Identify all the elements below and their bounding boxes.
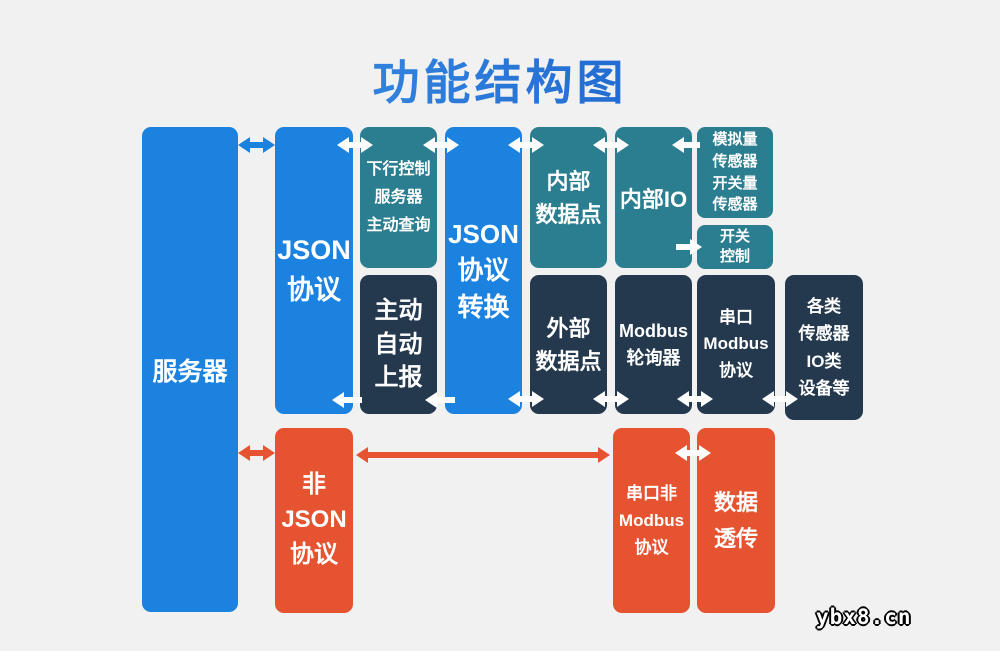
page-title: 功能结构图 [0,44,1000,113]
arrow-serial-non-modbus-data-passthrough [675,445,711,461]
watermark: ybx8.cn [816,605,912,629]
arrow-server-json-protocol [238,137,275,153]
box-server: 服务器 [142,127,238,612]
arrow-json-convert-external-datapoints [508,391,544,407]
box-serial-modbus-protocol: 串口 Modbus 协议 [697,275,775,414]
arrow-internal-io-to-switch-control [676,239,702,255]
arrow-non-json-serial-non-modbus [356,447,610,463]
box-analog-switch-sensors: 模拟量 传感器 开关量 传感器 [697,127,773,218]
arrow-json-protocol-downlink [337,137,373,153]
arrow-server-non-json-protocol [238,445,275,461]
box-json-protocol-convert: JSON 协议 转换 [445,127,522,414]
arrow-downlink-json-convert [423,137,459,153]
box-modbus-poller: Modbus 轮询器 [615,275,692,414]
arrow-external-datapoints-modbus-poller [593,391,629,407]
arrow-serial-modbus-devices [762,391,798,407]
arrow-json-convert-to-report [425,392,455,408]
box-active-auto-report: 主动 自动 上报 [360,275,437,414]
box-non-json-protocol: 非 JSON 协议 [275,428,353,613]
arrow-modbus-poller-serial-modbus [677,391,713,407]
box-json-protocol: JSON 协议 [275,127,353,414]
box-various-sensor-io-devices: 各类 传感器 IO类 设备等 [785,275,863,420]
box-switch-control: 开关 控制 [697,225,773,269]
arrow-json-convert-internal-datapoints [508,137,544,153]
box-external-datapoints: 外部 数据点 [530,275,607,414]
arrow-internal-datapoints-internal-io [593,137,629,153]
arrow-report-to-json-protocol [332,392,362,408]
arrow-sensors-to-internal-io [672,137,700,153]
